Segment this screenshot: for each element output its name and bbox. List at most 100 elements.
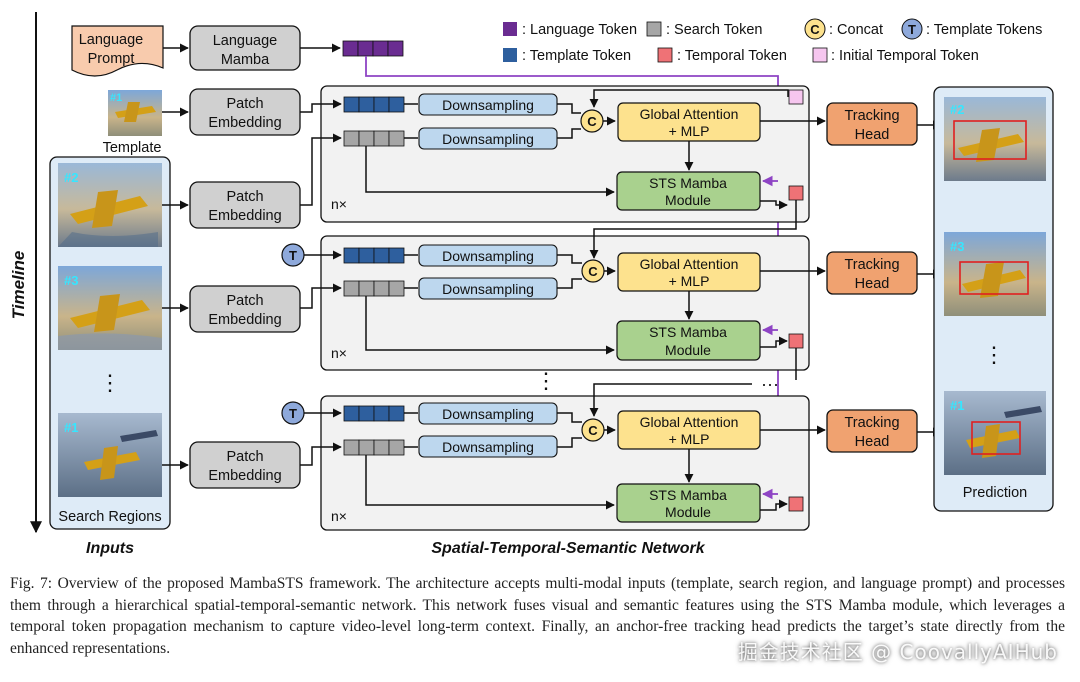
patch-embedding-search-2-line1: Patch xyxy=(226,293,263,309)
search-frame-3-number: #3 xyxy=(64,273,78,288)
legend-concat-label: : Concat xyxy=(829,22,883,38)
stage-3-sts-mamba xyxy=(616,483,761,523)
patch-embedding-template-line2: Embedding xyxy=(208,115,281,131)
tracking-head-3 xyxy=(826,409,918,453)
tracking-head-2 xyxy=(826,251,918,295)
prediction-label: Prediction xyxy=(963,485,1027,501)
figure-caption: Fig. 7: Overview of the proposed MambaST… xyxy=(10,575,1065,657)
search-frames-ellipsis: ⋮ xyxy=(99,370,121,395)
stage-3-sts-mamba-line1: STS Mamba xyxy=(649,487,727,503)
tracking-head-1-line1: Tracking xyxy=(844,108,899,124)
legend-temporal-label: : Temporal Token xyxy=(677,48,787,64)
stage-3-concat-symbol: C xyxy=(588,423,598,438)
stage-3-downsampling-search-label: Downsampling xyxy=(442,439,534,455)
language-mamba-line1: Language xyxy=(213,33,278,49)
stage-1-sts-mamba xyxy=(616,171,761,211)
prediction-frame-n-number: #1 xyxy=(950,398,964,413)
stage-2-sts-mamba-line2: Module xyxy=(665,342,711,358)
stage-1-sts-mamba-line2: Module xyxy=(665,192,711,208)
legend-initial-temporal-label: : Initial Temporal Token xyxy=(831,48,979,64)
stage-2-search-arrow xyxy=(300,283,342,309)
prediction-frame-2-number: #2 xyxy=(950,102,964,117)
stage-2-sts-mamba-line1: STS Mamba xyxy=(649,324,727,340)
stage-2-sts-to-temporal xyxy=(760,336,788,348)
stage-2-global-attention-line2: + MLP xyxy=(669,273,710,289)
legend-template-tokens-symbol: T xyxy=(908,22,916,37)
inputs-label: Inputs xyxy=(86,540,134,557)
legend-search-swatch xyxy=(646,21,662,37)
stage-1-initial-token-arrow xyxy=(589,89,789,108)
template-image: #1 xyxy=(108,90,162,136)
stage-1-repeat: n× xyxy=(331,196,347,212)
legend-template-tokens-icon xyxy=(901,18,923,40)
search-frame-n: #1 xyxy=(58,413,162,497)
stage-3-template-tokens xyxy=(343,405,405,422)
mambasts-diagram: Timeline : Language Token : Search Token… xyxy=(9,12,1054,557)
stage-1-temporal-propagation xyxy=(589,200,797,259)
tracking-head-1-line2: Head xyxy=(855,127,890,143)
patch-embedding-search-3-line1: Patch xyxy=(226,449,263,465)
stage-1-global-attention-line1: Global Attention xyxy=(640,106,739,122)
tracking-head-1 xyxy=(826,102,918,146)
stage-2-search-skip xyxy=(365,296,615,355)
stage-1-global-attention-line2: + MLP xyxy=(669,123,710,139)
patch-embedding-search-1-line1: Patch xyxy=(226,189,263,205)
search-regions-label: Search Regions xyxy=(58,509,161,525)
search-frame-2-number: #2 xyxy=(64,170,78,185)
tracking-head-3-line2: Head xyxy=(855,434,890,450)
stage-3-temporal-in xyxy=(589,383,752,417)
stage-1-temporal-token xyxy=(788,185,804,201)
stage-1-template-tokens xyxy=(343,96,405,113)
search-frame-2: #2 xyxy=(58,163,162,247)
stage-1-ds-to-concat-a xyxy=(557,103,581,114)
search-frame-n-number: #1 xyxy=(64,420,78,435)
tracking-head-2-line1: Tracking xyxy=(844,257,899,273)
stage-2-temporal-token xyxy=(788,333,804,349)
legend-initial-temporal-swatch xyxy=(812,47,828,63)
tracking-head-3-line1: Tracking xyxy=(844,415,899,431)
language-prompt-line2: Prompt xyxy=(88,51,135,67)
stage-2-sts-mamba xyxy=(616,320,761,361)
stage-2-template-tokens xyxy=(343,247,405,264)
prediction-frame-3-number: #3 xyxy=(950,239,964,254)
language-prompt-line1: Language xyxy=(79,32,144,48)
template-label: Template xyxy=(103,140,162,156)
template-frame-number: #1 xyxy=(110,92,122,104)
patch-embedding-search-2 xyxy=(189,285,301,333)
legend-language-label: : Language Token xyxy=(522,22,637,38)
stage-3-sts-mamba-line2: Module xyxy=(665,504,711,520)
stage-1-search-arrow xyxy=(300,133,342,206)
stage-2-downsampling-template-label: Downsampling xyxy=(442,248,534,264)
legend-search-label: : Search Token xyxy=(666,22,762,38)
language-prompt-box xyxy=(71,25,164,77)
legend-template-tokens-label: : Template Tokens xyxy=(926,22,1042,38)
tracking-head-2-line2: Head xyxy=(855,276,890,292)
stage-2-global-attention-line1: Global Attention xyxy=(640,256,739,272)
stage-2-template-symbol: T xyxy=(289,248,297,263)
stage-2-repeat: n× xyxy=(331,345,347,361)
legend-temporal-swatch xyxy=(657,47,673,63)
stage-3-ds-to-concat-a xyxy=(557,412,582,423)
temporal-ellipsis: ··· xyxy=(761,374,779,394)
prediction-frame-n: #1 xyxy=(944,391,1046,475)
stage-2-downsampling-search-label: Downsampling xyxy=(442,281,534,297)
stage-1-sts-to-temporal xyxy=(760,200,788,210)
stage-1-concat-symbol: C xyxy=(587,114,597,129)
stage-1-search-skip xyxy=(365,146,615,197)
search-frame-3: #3 xyxy=(58,266,162,350)
watermark: 掘金技术社区 @ CoovallyAIHub xyxy=(737,640,1058,664)
stage-1-downsampling-template-label: Downsampling xyxy=(442,97,534,113)
stage-3-downsampling-template-label: Downsampling xyxy=(442,406,534,422)
legend-template-swatch xyxy=(503,48,517,62)
legend-language-swatch xyxy=(503,22,517,36)
stage-3-global-attention-line1: Global Attention xyxy=(640,414,739,430)
stage-3-ds-to-concat-b xyxy=(557,437,582,448)
stage-2-concat-symbol: C xyxy=(588,264,598,279)
stage-3-sts-to-temporal xyxy=(760,499,788,511)
stage-1-downsampling-search-label: Downsampling xyxy=(442,131,534,147)
stage-1-sts-mamba-line1: STS Mamba xyxy=(649,175,727,191)
patch-embedding-template-line1: Patch xyxy=(226,96,263,112)
legend-concat-symbol: C xyxy=(810,22,820,37)
stage-3-search-skip xyxy=(365,455,615,510)
stage-2-ds-to-concat-b xyxy=(557,278,582,289)
